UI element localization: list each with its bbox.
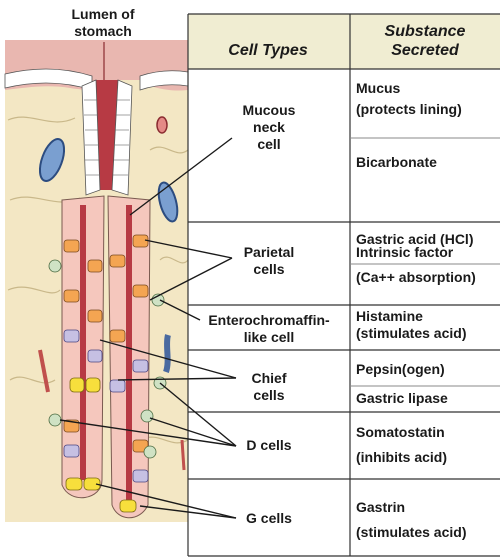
cell-label-line: Enterochromaffin- xyxy=(190,312,348,329)
substance-histamine: Histamine (stimulates acid) xyxy=(356,308,466,342)
header-cell-types: Cell Types xyxy=(188,41,348,60)
cell-label-line: like cell xyxy=(190,329,348,346)
substance-line: Somatostatin xyxy=(356,424,447,441)
cell-label-chief: Chief cells xyxy=(190,370,348,404)
cell-label-line: G cells xyxy=(190,510,348,527)
lumen-label-line2: stomach xyxy=(58,23,148,40)
substance-line: (Ca++ absorption) xyxy=(356,269,476,286)
substance-gastric-lipase: Gastric lipase xyxy=(356,390,448,407)
substance-pepsinogen: Pepsin(ogen) xyxy=(356,361,445,378)
header-substance-line1: Substance xyxy=(352,22,498,41)
substance-somatostatin: Somatostatin (inhibits acid) xyxy=(356,424,447,466)
substance-line: Intrinsic factor xyxy=(356,244,476,261)
substance-line: Gastrin xyxy=(356,499,466,516)
cell-label-enterochromaffin: Enterochromaffin- like cell xyxy=(190,312,348,346)
substance-line: Gastric lipase xyxy=(356,390,448,407)
substance-line: Pepsin(ogen) xyxy=(356,361,445,378)
cell-label-line: cell xyxy=(190,136,348,153)
substance-intrinsic-factor: Intrinsic factor (Ca++ absorption) xyxy=(356,244,476,286)
cell-label-line: cells xyxy=(190,261,348,278)
cell-label-g-cells: G cells xyxy=(190,510,348,527)
substance-line: (stimulates acid) xyxy=(356,524,466,541)
header-substance-secreted: Substance Secreted xyxy=(352,22,498,60)
substance-line: Bicarbonate xyxy=(356,154,437,171)
substance-line: (protects lining) xyxy=(356,101,462,118)
substance-bicarbonate: Bicarbonate xyxy=(356,154,437,171)
substance-line: Mucus xyxy=(356,80,462,97)
cell-label-mucous-neck: Mucous neck cell xyxy=(190,102,348,153)
cell-label-line: D cells xyxy=(190,437,348,454)
cell-label-line: cells xyxy=(190,387,348,404)
cell-label-d-cells: D cells xyxy=(190,437,348,454)
header-substance-line2: Secreted xyxy=(352,41,498,60)
substance-gastrin: Gastrin (stimulates acid) xyxy=(356,499,466,541)
cell-label-line: Mucous xyxy=(190,102,348,119)
substance-mucus: Mucus (protects lining) xyxy=(356,80,462,118)
cell-label-line: Chief xyxy=(190,370,348,387)
cell-label-line: neck xyxy=(190,119,348,136)
substance-line: (stimulates acid) xyxy=(356,325,466,342)
substance-line: (inhibits acid) xyxy=(356,449,447,466)
cell-label-parietal: Parietal cells xyxy=(190,244,348,278)
lumen-label-line1: Lumen of xyxy=(58,6,148,23)
lumen-label: Lumen of stomach xyxy=(58,6,148,40)
cell-label-line: Parietal xyxy=(190,244,348,261)
substance-line: Histamine xyxy=(356,308,466,325)
